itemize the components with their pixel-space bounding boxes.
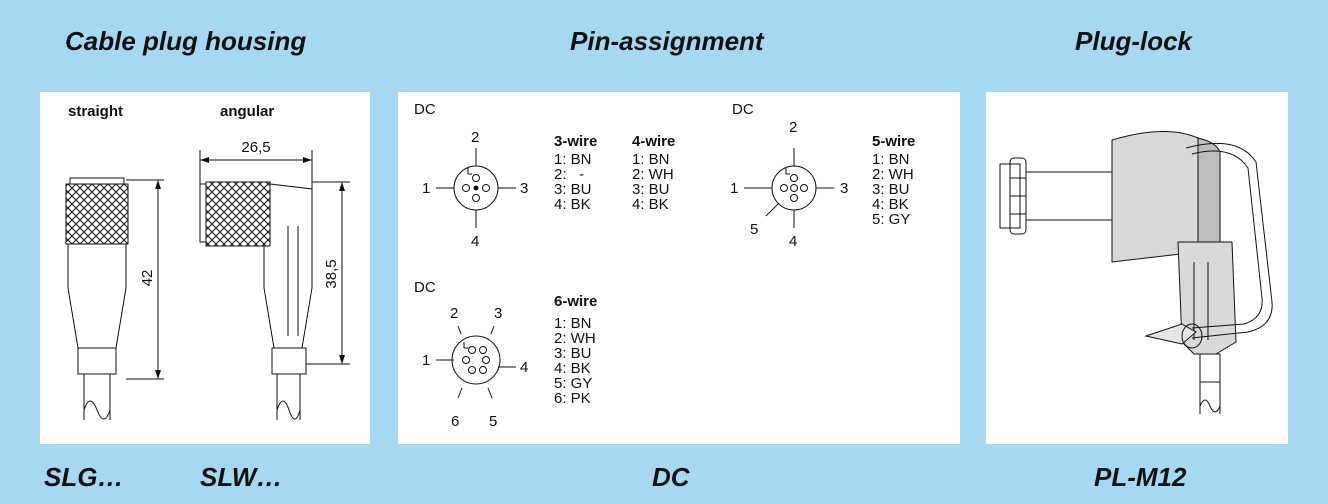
pin-6pin-2: 2	[450, 305, 458, 322]
dimension-42-label: 42	[139, 270, 156, 287]
wire5-row-2: 2: WH	[872, 166, 914, 183]
pin-5pin-3: 3	[840, 180, 848, 197]
pin-assignment-panel: DC 2 4 1 3 3-wire 1: BN 2: - 3: BU 4: BK…	[398, 92, 960, 444]
wire5-row-3: 3: BU	[872, 181, 910, 198]
dimension-26-5-label: 26,5	[241, 139, 270, 156]
heading-pin-assignment: Pin-assignment	[570, 26, 764, 56]
pin-6pin-3: 3	[494, 305, 502, 322]
wire3-row-3: 3: BU	[554, 181, 592, 198]
wire4-row-1: 1: BN	[632, 151, 670, 168]
pin-assignment-drawing: DC 2 4 1 3 3-wire 1: BN 2: - 3: BU 4: BK…	[414, 101, 915, 430]
wire4-row-3: 3: BU	[632, 181, 670, 198]
footer-slg: SLG…	[44, 462, 124, 492]
footer-dc: DC	[652, 462, 690, 492]
wire4-title: 4-wire	[632, 133, 675, 150]
pin-4pin-1: 1	[422, 180, 430, 197]
footer-slw: SLW…	[200, 462, 283, 492]
straight-plug-drawing: 42	[65, 177, 164, 420]
plug-lock-clip	[1144, 142, 1273, 349]
heading-plug-lock: Plug-lock	[1075, 26, 1193, 56]
wire5-row-1: 1: BN	[872, 151, 910, 168]
plug-lock-drawing	[999, 131, 1273, 414]
four-pin-connector: 2 4 1 3	[422, 129, 528, 250]
wire6-title: 6-wire	[554, 293, 597, 310]
cable-plug-housing-panel: straight angular 42 26,5	[40, 92, 370, 444]
wire4-row-2: 2: WH	[632, 166, 674, 183]
dc-label-4pin: DC	[414, 101, 436, 118]
wire6-row-6: 6: PK	[554, 390, 591, 407]
wire6-row-3: 3: BU	[554, 345, 592, 362]
plug-lock-cable	[1199, 353, 1221, 414]
footer-pl-m12: PL-M12	[1094, 462, 1187, 492]
pin-6pin-6: 6	[451, 413, 459, 430]
pin-4pin-3: 3	[520, 180, 528, 197]
heading-cable-plug-housing: Cable plug housing	[65, 26, 307, 56]
wire3-row-1: 1: BN	[554, 151, 592, 168]
cable-plug-housing-drawing: straight angular 42 26,5	[65, 103, 350, 420]
dc-label-6pin: DC	[414, 279, 436, 296]
wire3-title: 3-wire	[554, 133, 597, 150]
pin-6pin-5: 5	[489, 413, 497, 430]
angular-plug-drawing: 26,5 38,5	[199, 139, 350, 420]
plug-lock-nut	[999, 157, 1124, 235]
pin-5pin-5: 5	[750, 221, 758, 238]
plug-lock-body	[1111, 131, 1237, 355]
five-pin-connector: 2 4 1 3 5	[730, 119, 848, 250]
wire6-row-1: 1: BN	[554, 315, 592, 332]
wire5-table: 5-wire 1: BN 2: WH 3: BU 4: BK 5: GY	[872, 133, 915, 228]
pin-4pin-4: 4	[471, 233, 479, 250]
wire5-row-5: 5: GY	[872, 211, 910, 228]
wire6-row-4: 4: BK	[554, 360, 591, 377]
wire5-title: 5-wire	[872, 133, 915, 150]
wire4-table: 4-wire 1: BN 2: WH 3: BU 4: BK	[632, 133, 675, 213]
six-pin-connector: 2 3 1 4 6 5	[422, 305, 528, 430]
plug-lock-panel	[986, 92, 1288, 444]
wire3-table: 3-wire 1: BN 2: - 3: BU 4: BK	[554, 133, 597, 213]
straight-label: straight	[68, 103, 123, 120]
pin-5pin-2: 2	[789, 119, 797, 136]
pin-4pin-2: 2	[471, 129, 479, 146]
wire6-table: 6-wire 1: BN 2: WH 3: BU 4: BK 5: GY 6: …	[554, 293, 597, 407]
wire6-row-2: 2: WH	[554, 330, 596, 347]
pin-6pin-4: 4	[520, 359, 528, 376]
angular-label: angular	[220, 103, 274, 120]
pin-5pin-1: 1	[730, 180, 738, 197]
wire6-row-5: 5: GY	[554, 375, 592, 392]
pin-5pin-4: 4	[789, 233, 797, 250]
wire3-row-4: 4: BK	[554, 196, 591, 213]
wire5-row-4: 4: BK	[872, 196, 909, 213]
dc-label-5pin: DC	[732, 101, 754, 118]
wire3-row-2: 2: -	[554, 166, 584, 183]
wire4-row-4: 4: BK	[632, 196, 669, 213]
dimension-38-5-label: 38,5	[323, 259, 340, 288]
pin-6pin-1: 1	[422, 352, 430, 369]
